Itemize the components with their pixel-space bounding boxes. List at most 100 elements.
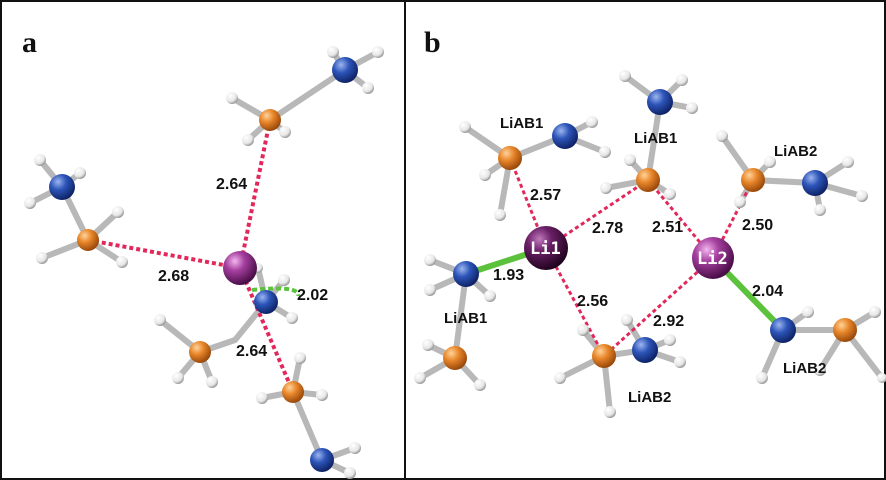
nitrogen-atom [453,261,479,287]
distance-label: 2.64 [236,343,267,360]
hydrogen-atom [599,146,611,158]
li1-label: Li1 [530,239,561,259]
hydrogen-atom [664,188,676,200]
hydrogen-atom [424,254,436,266]
hydrogen-atom [764,156,776,168]
hydrogen-atom [577,324,589,336]
molecule-label: LiAB1 [634,130,677,147]
distance-label: 2.02 [297,287,328,304]
hydrogen-atom [459,121,471,133]
molecule-label: LiAB2 [628,389,671,406]
hydrogen-atom [479,169,491,181]
hydrogen-atom [362,82,374,94]
hydrogen-atom [676,74,688,86]
hydrogen-atom [242,134,254,146]
hydrogen-atom [554,372,566,384]
hydrogen-atom [856,190,868,202]
hydrogen-atom [484,290,496,302]
distance-label: 2.56 [577,293,608,310]
hydrogen-atom [686,102,698,114]
nitrogen-atom [49,174,75,200]
hydrogen-atom [814,204,826,216]
hydrogen-atom [226,92,238,104]
nitrogen-atom [310,448,334,472]
hydrogen-atom [756,372,768,384]
hydrogen-atom [349,442,361,454]
boron-atom [741,168,765,192]
distance-label: 2.68 [158,268,189,285]
hydrogen-atom [494,209,506,221]
hydrogen-atom [172,372,184,384]
hydrogen-atom [34,154,46,166]
hydrogen-atom [316,389,328,401]
hydrogen-atom [422,339,434,351]
hydrogen-atom [286,312,298,324]
distance-label: 2.64 [216,176,247,193]
panel-b-letter: b [424,26,441,59]
hydrogen-atom [877,373,886,383]
hydrogen-atom [36,252,48,264]
hydrogen-atom [734,196,746,208]
boron-atom [282,381,304,403]
contact-bond [238,267,295,393]
distance-label: 2.92 [653,313,684,330]
nitrogen-atom [632,337,658,363]
boron-atom [77,229,99,251]
hydrogen-atom [256,392,268,404]
boron-atom [189,341,211,363]
lithium-atom-li2 [692,237,734,279]
panel-a-contact-bonds [87,119,295,393]
molecule-label: LiAB2 [774,143,817,160]
hydrogen-atom [327,46,339,58]
hydrogen-atom [344,467,356,479]
hydrogen-atom [74,167,86,179]
hydrogen-atom [716,130,728,142]
nitrogen-atom [332,57,358,83]
hydrogen-atom [294,352,306,364]
hydrogen-atom [842,156,854,168]
molecule-label: LiAB1 [500,115,543,132]
hydrogen-atom [279,126,291,138]
panel-b-hydrogen-atoms [414,70,886,418]
hydrogen-atom [424,284,436,296]
hydrogen-atom [869,306,881,318]
hydrogen-atom [604,406,616,418]
panel-a: a 2.64 2.68 2.02 2.64 [22,26,384,479]
hydrogen-atom [674,356,686,368]
hydrogen-atom [814,364,826,376]
panel-a-covalent-bonds [27,49,381,476]
hydrogen-atom [112,206,124,218]
boron-atom [636,168,660,192]
distance-label: 1.93 [493,267,524,284]
nitrogen-atom [770,317,796,343]
hydrogen-atom [802,306,814,318]
molecule-label: LiAB2 [783,360,826,377]
molecule-label: LiAB1 [444,310,487,327]
panel-a-hydrogen-atoms [24,46,384,479]
li2-label: Li2 [697,249,728,269]
panel-b-frame [404,0,886,480]
boron-atom [443,346,467,370]
nitrogen-atom [647,89,673,115]
hydrogen-atom [600,182,612,194]
distance-label: 2.51 [652,219,683,236]
lithium-atom [223,251,257,285]
hydrogen-atom [586,116,598,128]
hydrogen-atom [474,379,486,391]
hydrogen-atom [624,154,636,166]
hydrogen-atom [414,372,426,384]
nitrogen-atom [802,170,828,196]
hydrogen-atom [664,334,676,346]
boron-atom [498,146,522,170]
boron-atom [833,318,857,342]
boron-atom [592,344,616,368]
distance-label: 2.78 [592,220,623,237]
distance-label: 2.50 [742,217,773,234]
distance-label: 2.57 [530,187,561,204]
hydrogen-atom [154,314,166,326]
hydrogen-atom [24,197,36,209]
hydrogen-atom [116,256,128,268]
nitrogen-atom [552,123,578,149]
contact-bond [87,238,241,270]
